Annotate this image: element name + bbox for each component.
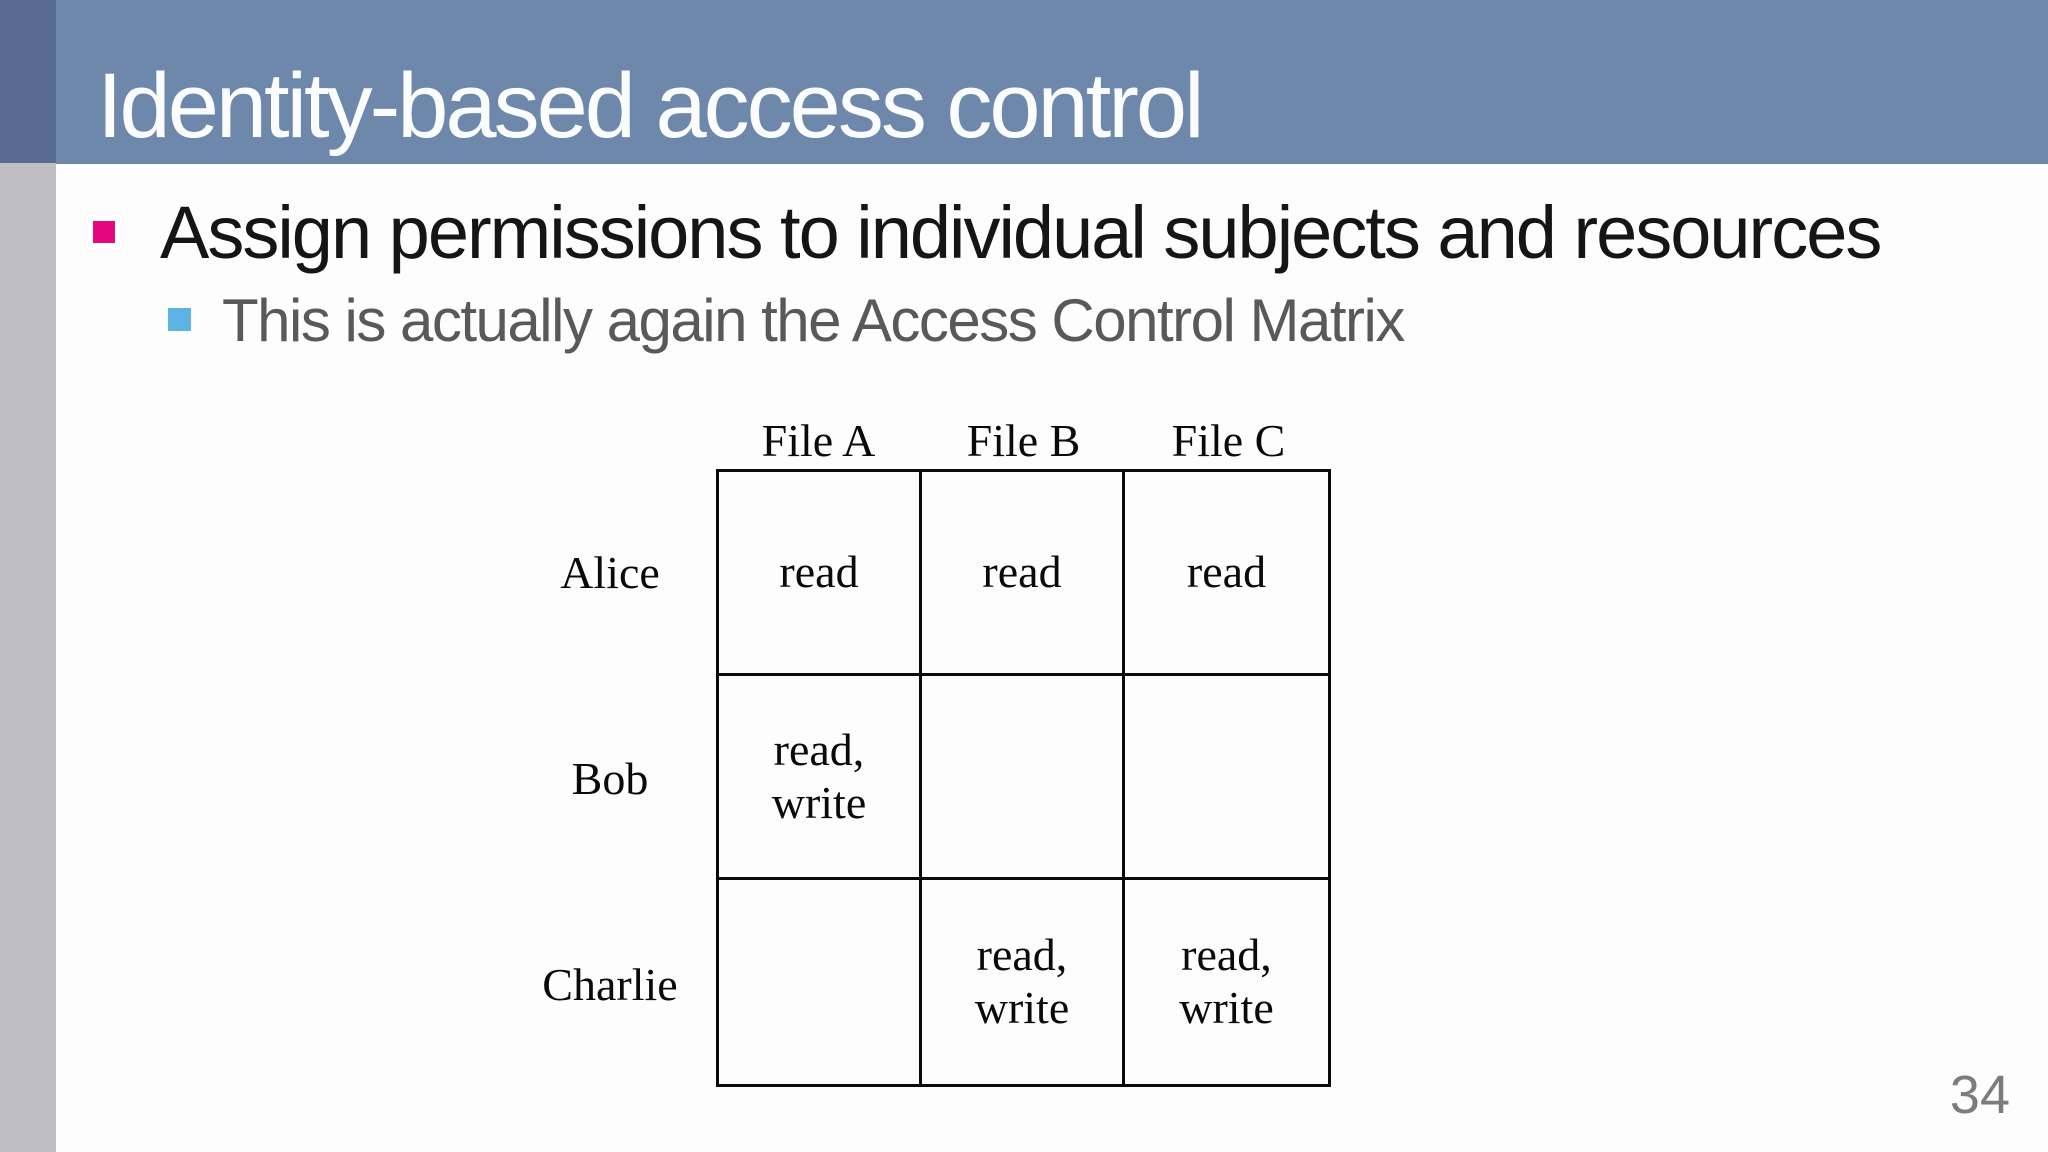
matrix-cell: read, write <box>719 676 922 880</box>
slide-title: Identity-based access control <box>97 55 1205 157</box>
matrix-cell <box>922 676 1125 880</box>
matrix-cell: read <box>719 472 922 676</box>
matrix-cell: read, write <box>922 880 1125 1084</box>
column-header-file-c: File C <box>1171 415 1286 466</box>
bullet-main-text: Assign permissions to individual subject… <box>160 191 1882 274</box>
bullet-sub-text: This is actually again the Access Contro… <box>222 287 1405 354</box>
row-header-alice: Alice <box>560 546 660 598</box>
row-header-bob: Bob <box>571 752 649 804</box>
title-bar: Identity-based access control <box>56 0 2048 164</box>
matrix-cell: read <box>1125 472 1328 676</box>
row-header-charlie: Charlie <box>542 958 678 1010</box>
page-number: 34 <box>1949 1065 2010 1125</box>
matrix-cell: read, write <box>1179 929 1274 1033</box>
corner-accent-block <box>0 0 56 163</box>
access-control-matrix: read read read read, write read, write r… <box>716 469 1331 1087</box>
sub-bullet-square-icon <box>168 308 191 331</box>
column-header-file-a: File A <box>761 415 876 466</box>
matrix-cell <box>1125 676 1328 880</box>
matrix-column-headers: File A File B File C <box>716 417 1331 465</box>
bullet-square-icon <box>93 221 115 243</box>
column-header-file-b: File B <box>966 415 1081 466</box>
left-edge-strip <box>0 163 56 1152</box>
matrix-cell: read <box>922 472 1125 676</box>
matrix-row-labels: Alice Bob Charlie <box>515 469 705 1087</box>
matrix-cell <box>719 880 922 1084</box>
